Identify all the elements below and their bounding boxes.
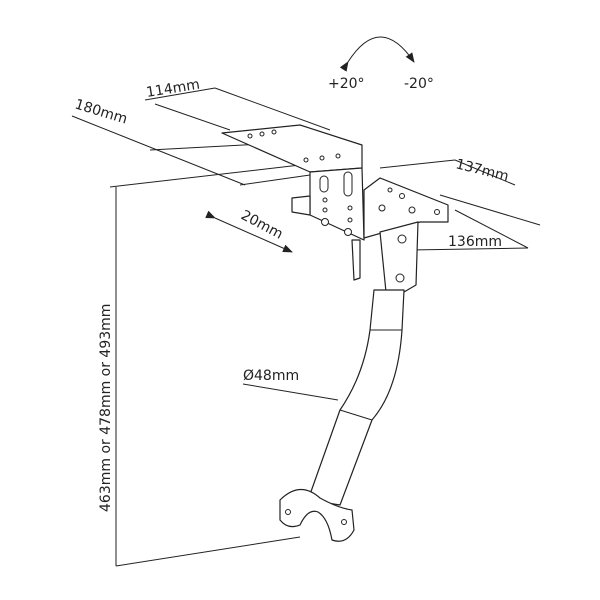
height-label: 463mm or 478mm or 493mm	[98, 304, 114, 512]
adjust-range-label: 20mm	[238, 207, 285, 242]
rotation-negative-label: -20°	[404, 76, 434, 92]
tube-diameter-label: Ø48mm	[243, 368, 299, 384]
rotation-positive-label: +20°	[328, 76, 365, 92]
plate-length-label: 180mm	[73, 97, 129, 128]
dimension-lines	[71, 87, 541, 567]
lower-plate-width-label: 136mm	[448, 234, 502, 250]
lower-plate-length-label: 137mm	[454, 156, 510, 185]
base-clamp	[279, 488, 355, 542]
support-tube	[307, 289, 405, 506]
rotation-arrow-icon	[339, 36, 415, 72]
lower-tilt-plate	[363, 177, 449, 293]
upper-mounting-plate	[221, 124, 365, 281]
plate-width-label: 114mm	[145, 77, 201, 101]
